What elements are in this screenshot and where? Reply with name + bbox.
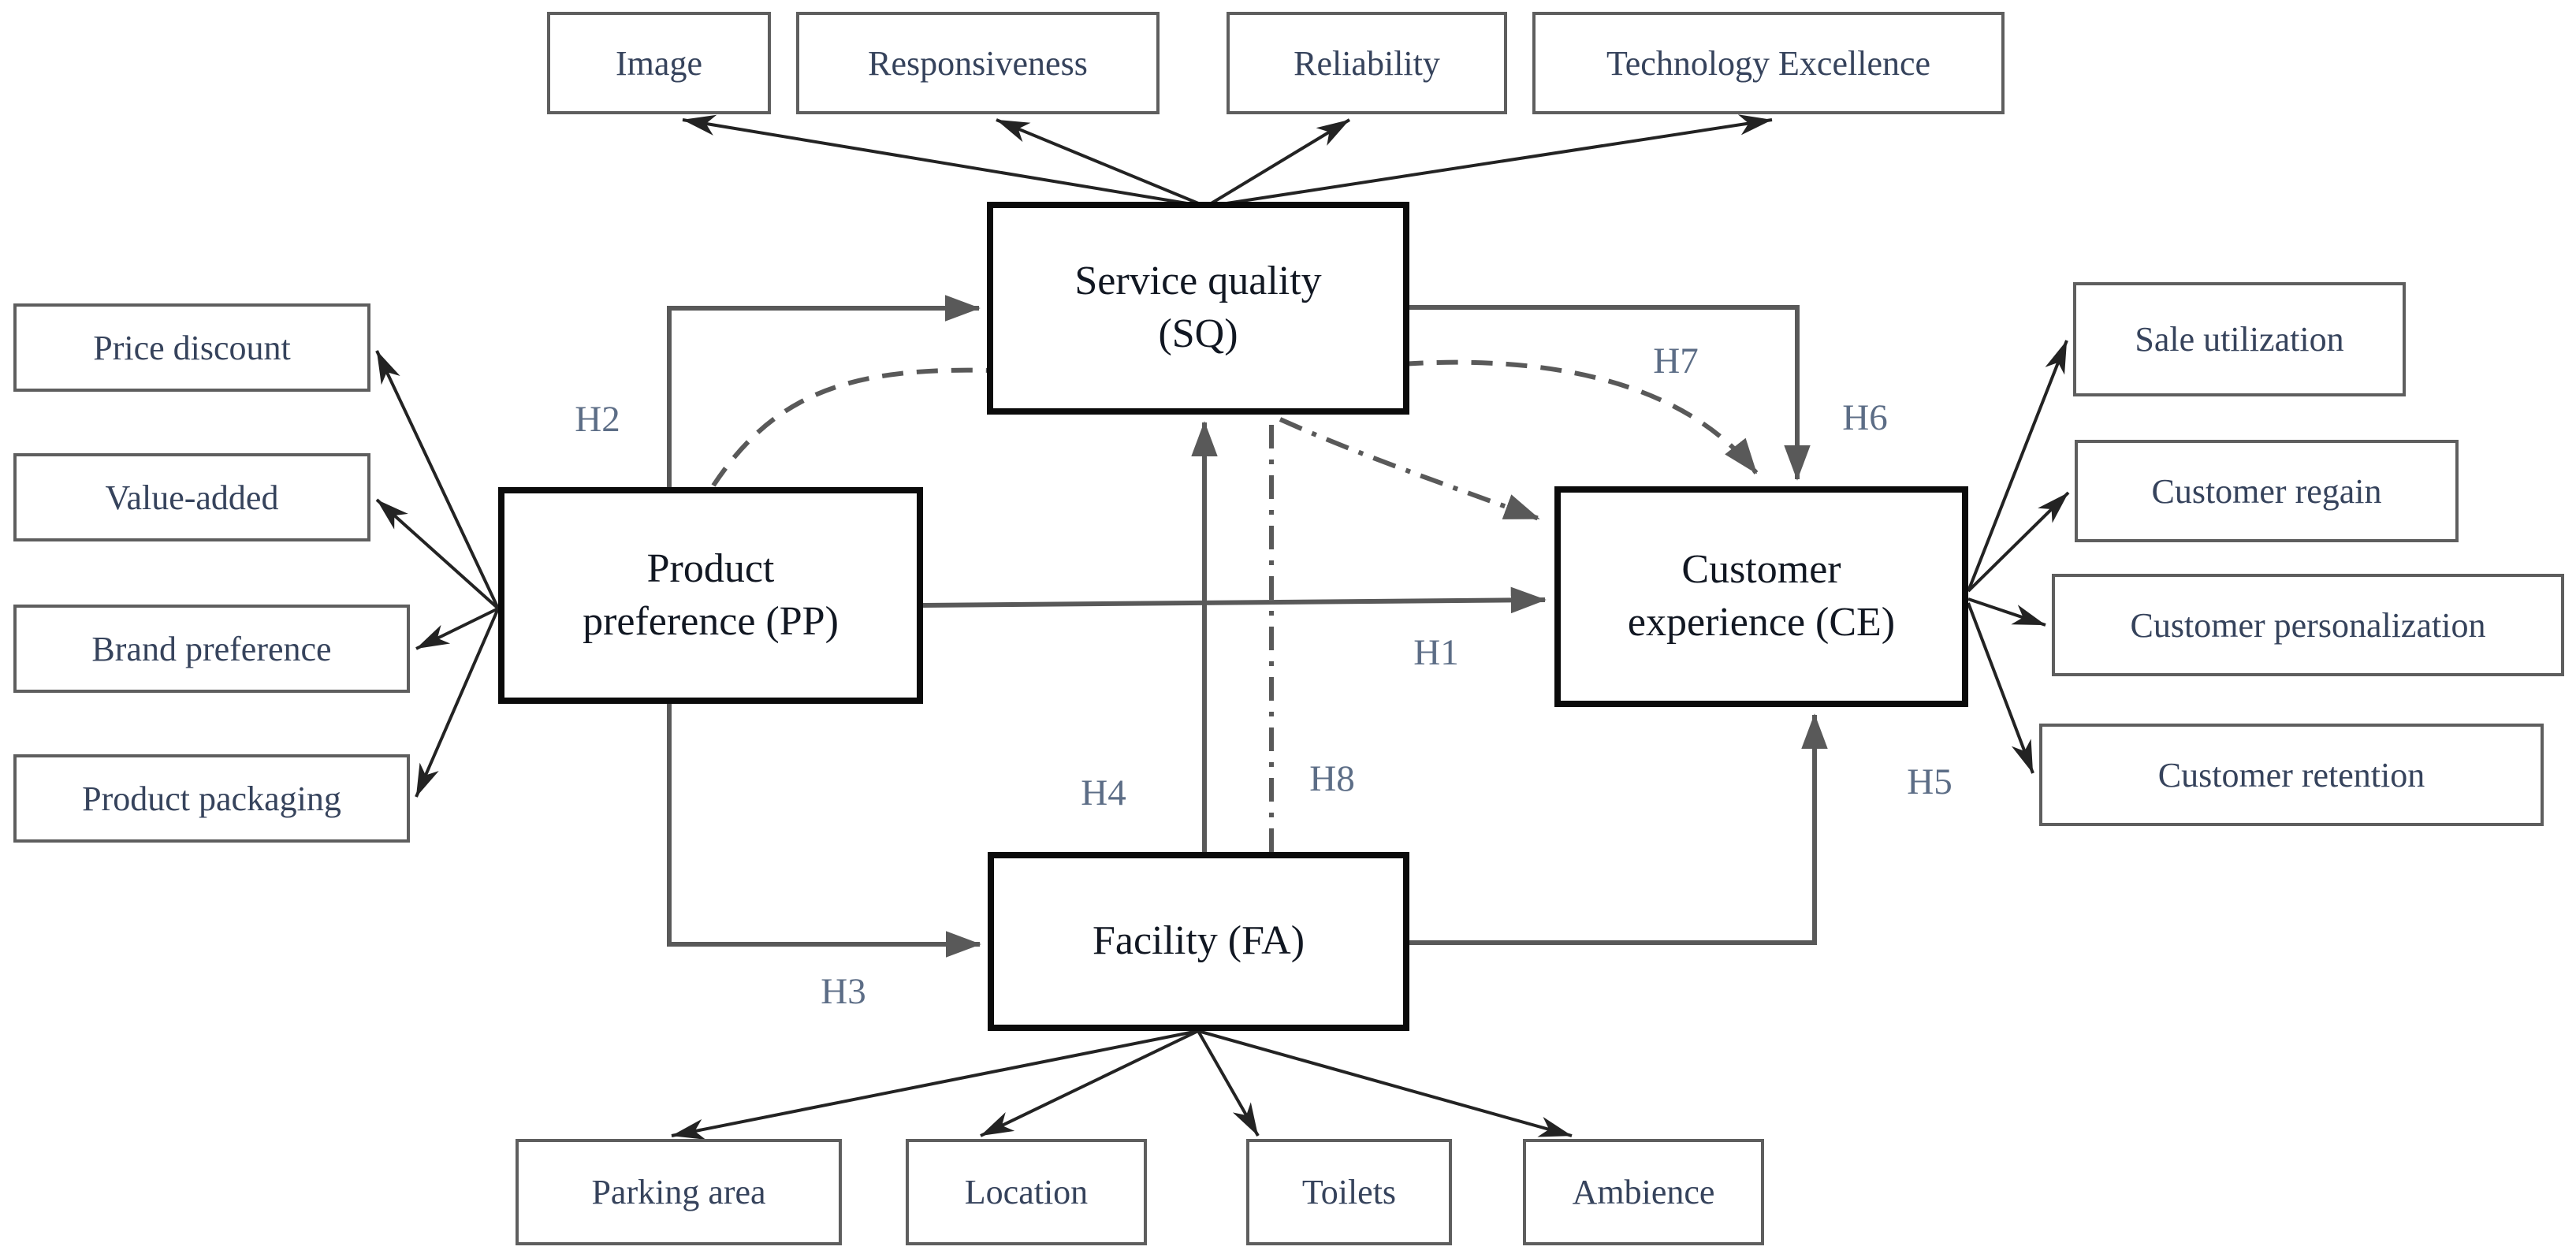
indicator-label: Toilets: [1301, 1173, 1397, 1211]
indicator-reliability: Reliability: [1227, 12, 1507, 114]
indicator-label: Image: [616, 43, 702, 83]
indicator-ambience: Ambience: [1523, 1139, 1764, 1245]
hypothesis-label-h2: H2: [575, 399, 620, 440]
indicator-sale-utilization: Sale utilization: [2073, 282, 2406, 396]
indicator-location: Location: [906, 1139, 1147, 1245]
hypothesis-label-h1: H1: [1413, 632, 1459, 673]
arrow-pp-to-value-added: [375, 498, 500, 610]
arrow-pp-to-brand-preference: [415, 607, 499, 650]
indicator-label: Brand preference: [91, 629, 332, 668]
arrow-ce-to-sale-utilization: [1967, 340, 2068, 592]
indicator-responsiveness: Responsiveness: [796, 12, 1160, 114]
construct-box-product-preference: Product preference (PP): [498, 487, 923, 704]
arrow-sq-to-technology-excellence: [1205, 114, 1773, 208]
indicator-label: Value-added: [105, 478, 279, 517]
construct-label-pp-line2: preference (PP): [583, 598, 839, 644]
arrow-pp-to-product-packaging: [415, 608, 500, 798]
indicator-toilets: Toilets: [1246, 1139, 1452, 1245]
indicator-label: Sale utilization: [2135, 320, 2344, 359]
indicator-label: Price discount: [93, 328, 291, 367]
arrow-ce-to-customer-regain: [1967, 491, 2070, 593]
arrow-fa-to-parking-area: [671, 1029, 1199, 1140]
indicator-label: Responsiveness: [868, 43, 1088, 83]
hypothesis-label-h3: H3: [821, 971, 866, 1012]
hypothesis-label-h4: H4: [1081, 772, 1126, 813]
construct-box-facility: Facility (FA): [988, 852, 1409, 1031]
arrow-pp-to-price-discount: [375, 350, 500, 609]
indicator-customer-personalization: Customer personalization: [2052, 574, 2564, 676]
indicator-label: Location: [964, 1173, 1089, 1211]
indicator-parking-area: Parking area: [516, 1139, 842, 1245]
indicator-customer-regain: Customer regain: [2075, 440, 2459, 542]
arrow-h7-dashed-pp-sq-ce: [711, 359, 1759, 487]
indicator-price-discount: Price discount: [13, 303, 370, 392]
indicator-brand-preference: Brand preference: [13, 605, 410, 693]
arrow-fa-to-ambience: [1197, 1029, 1573, 1137]
hypothesis-label-h8: H8: [1309, 758, 1355, 799]
arrow-ce-to-customer-retention: [1967, 602, 2034, 774]
hypothesis-label-h7: H7: [1653, 340, 1699, 381]
arrow-sq-to-responsiveness: [996, 118, 1207, 208]
indicator-image: Image: [547, 12, 771, 114]
arrow-ce-to-customer-personalization: [1967, 597, 2046, 627]
indicator-technology-excellence: Technology Excellence: [1532, 12, 2005, 114]
construct-label-sq-line2: (SQ): [1158, 311, 1238, 356]
arrow-fa-to-toilets: [1197, 1030, 1260, 1137]
arrow-sq-to-reliability: [1204, 118, 1351, 208]
construct-box-customer-experience: Customer experience (CE): [1554, 486, 1968, 707]
indicator-label: Ambience: [1572, 1173, 1715, 1211]
arrow-h8-dashdot-fa-sq-ce: [1269, 416, 1539, 852]
construct-label-ce-line1: Customer: [1681, 547, 1841, 593]
hypothesis-label-h5: H5: [1907, 761, 1952, 802]
indicator-label: Customer retention: [2157, 755, 2425, 794]
indicator-label: Customer regain: [2151, 471, 2382, 511]
construct-box-service-quality: Service quality (SQ): [987, 202, 1409, 415]
arrow-h1-pp-to-ce: [922, 586, 1547, 614]
arrow-h5-fa-to-ce: [1409, 713, 1828, 945]
construct-label-ce-line2: experience (CE): [1627, 600, 1896, 645]
arrow-fa-to-location: [980, 1029, 1199, 1137]
arrow-h3-pp-to-fa: [667, 704, 981, 958]
construct-label-fa: Facility (FA): [1092, 918, 1305, 964]
indicator-value-added: Value-added: [13, 453, 370, 541]
construct-label-sq-line1: Service quality: [1074, 259, 1322, 304]
indicator-label: Reliability: [1294, 43, 1440, 83]
arrow-h2-pp-to-sq: [667, 295, 981, 487]
indicator-label: Technology Excellence: [1606, 43, 1931, 83]
arrow-sq-to-image: [682, 114, 1207, 208]
indicator-label: Product packaging: [82, 779, 341, 818]
indicator-label: Customer personalization: [2130, 605, 2486, 645]
arrow-h6-sq-to-ce: [1409, 305, 1811, 481]
hypothesis-label-h6: H6: [1842, 397, 1888, 438]
indicator-product-packaging: Product packaging: [13, 754, 410, 843]
construct-label-pp-line1: Product: [646, 545, 775, 591]
indicator-label: Parking area: [591, 1173, 766, 1211]
indicator-customer-retention: Customer retention: [2039, 724, 2544, 826]
